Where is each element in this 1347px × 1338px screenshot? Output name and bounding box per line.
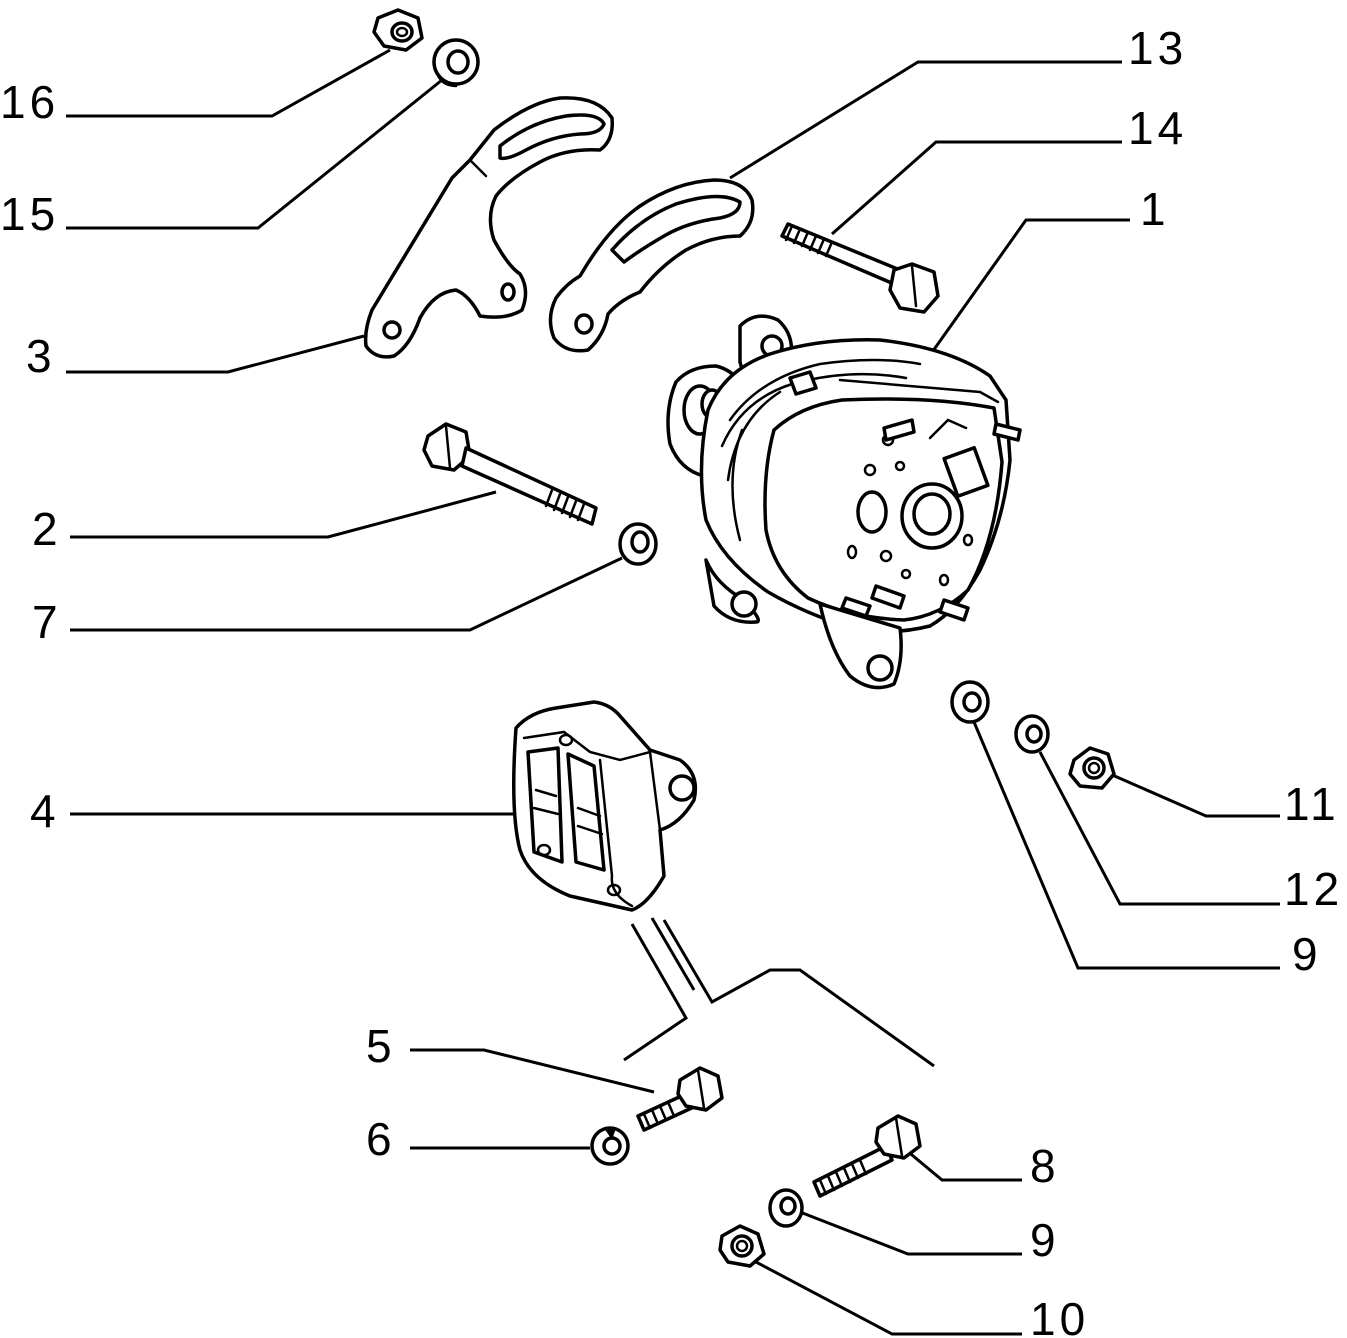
part-9-washer-upper: [950, 680, 990, 724]
leader-15: [66, 78, 443, 230]
part-15-washer: [432, 38, 480, 88]
part-2-bolt: [422, 422, 598, 526]
callout-14: 14: [1128, 102, 1187, 154]
part-14-bolt: [780, 222, 940, 314]
part-1-alternator: [666, 314, 1022, 690]
leader-1: [916, 218, 1130, 373]
callout-7: 7: [32, 596, 62, 648]
part-11-nut: [1068, 746, 1116, 790]
callout-13: 13: [1128, 22, 1187, 74]
leader-8: [905, 1148, 1022, 1182]
part-7-washer: [618, 522, 658, 566]
leader-7: [70, 556, 623, 632]
callout-5: 5: [366, 1020, 396, 1072]
callout-9-lower: 9: [1030, 1214, 1060, 1266]
part-6-spring-washer: [590, 1126, 630, 1166]
callout-15: 15: [0, 188, 59, 240]
part-16-nut: [372, 8, 424, 52]
leader-3: [66, 334, 365, 374]
part-10-nut: [718, 1224, 766, 1268]
leader-9-lower: [799, 1210, 1022, 1256]
callout-9-upper: 9: [1292, 928, 1322, 980]
callout-6: 6: [366, 1113, 396, 1165]
leader-5: [410, 1048, 655, 1094]
part-5-bolt: [636, 1066, 724, 1132]
part-4-mounting-block: [512, 700, 698, 912]
part-3-bracket: [363, 96, 614, 359]
callout-3: 3: [26, 330, 56, 382]
axis-line-mid: [650, 917, 696, 991]
leader-12: [1038, 751, 1280, 906]
leader-14: [831, 140, 1122, 236]
callout-11: 11: [1284, 778, 1340, 830]
leader-10: [755, 1260, 1022, 1336]
leader-2: [70, 490, 497, 539]
leader-11: [1109, 772, 1280, 818]
part-13-adjusting-arm: [548, 178, 755, 353]
leader-16: [66, 48, 391, 118]
callout-1: 1: [1140, 183, 1170, 235]
callout-16: 16: [0, 76, 59, 128]
callout-12: 12: [1284, 863, 1343, 915]
part-9-washer-lower: [768, 1188, 804, 1228]
callout-4: 4: [30, 785, 60, 837]
part-8-bolt: [812, 1114, 922, 1198]
part-12-washer: [1014, 714, 1050, 754]
callout-8: 8: [1030, 1140, 1060, 1192]
callout-10: 10: [1030, 1293, 1089, 1338]
axis-line-left: [623, 923, 688, 1062]
callout-2: 2: [32, 503, 62, 555]
leader-9-upper: [972, 721, 1280, 970]
leader-13: [729, 60, 1122, 180]
leader-lines: [66, 48, 1280, 1336]
axis-line-right: [662, 919, 935, 1068]
